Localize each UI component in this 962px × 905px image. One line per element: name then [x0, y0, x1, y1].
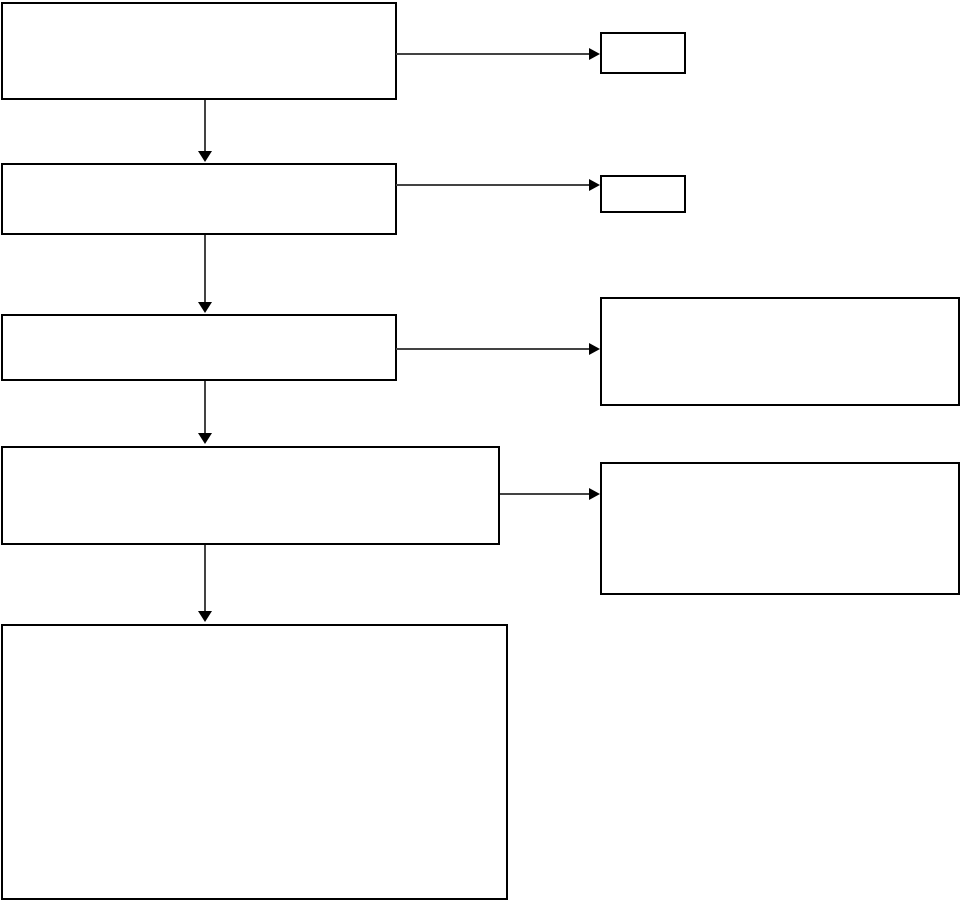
connector-stem: [396, 184, 592, 186]
flow-node-main-1[interactable]: [1, 2, 397, 100]
arrowhead-down-icon: [198, 433, 212, 444]
flow-node-main-5[interactable]: [1, 624, 508, 900]
connector-stem: [204, 381, 206, 435]
arrowhead-down-icon: [198, 151, 212, 162]
connector-stem: [204, 545, 206, 613]
arrowhead-right-icon: [589, 343, 600, 355]
arrowhead-down-icon: [198, 302, 212, 313]
connector-stem: [204, 235, 206, 304]
connector-stem: [396, 53, 592, 55]
arrowhead-right-icon: [589, 48, 600, 60]
flow-node-side-4[interactable]: [600, 462, 960, 595]
connector-stem: [396, 348, 592, 350]
flow-node-main-3[interactable]: [1, 314, 397, 381]
flow-node-side-2[interactable]: [600, 175, 686, 213]
connector-stem: [500, 493, 592, 495]
flow-node-main-4[interactable]: [1, 446, 500, 545]
flow-node-main-2[interactable]: [1, 163, 397, 235]
connector-stem: [204, 100, 206, 153]
flow-node-side-3[interactable]: [600, 297, 960, 406]
arrowhead-right-icon: [589, 488, 600, 500]
arrowhead-right-icon: [589, 179, 600, 191]
flow-node-side-1[interactable]: [600, 32, 686, 74]
arrowhead-down-icon: [198, 611, 212, 622]
